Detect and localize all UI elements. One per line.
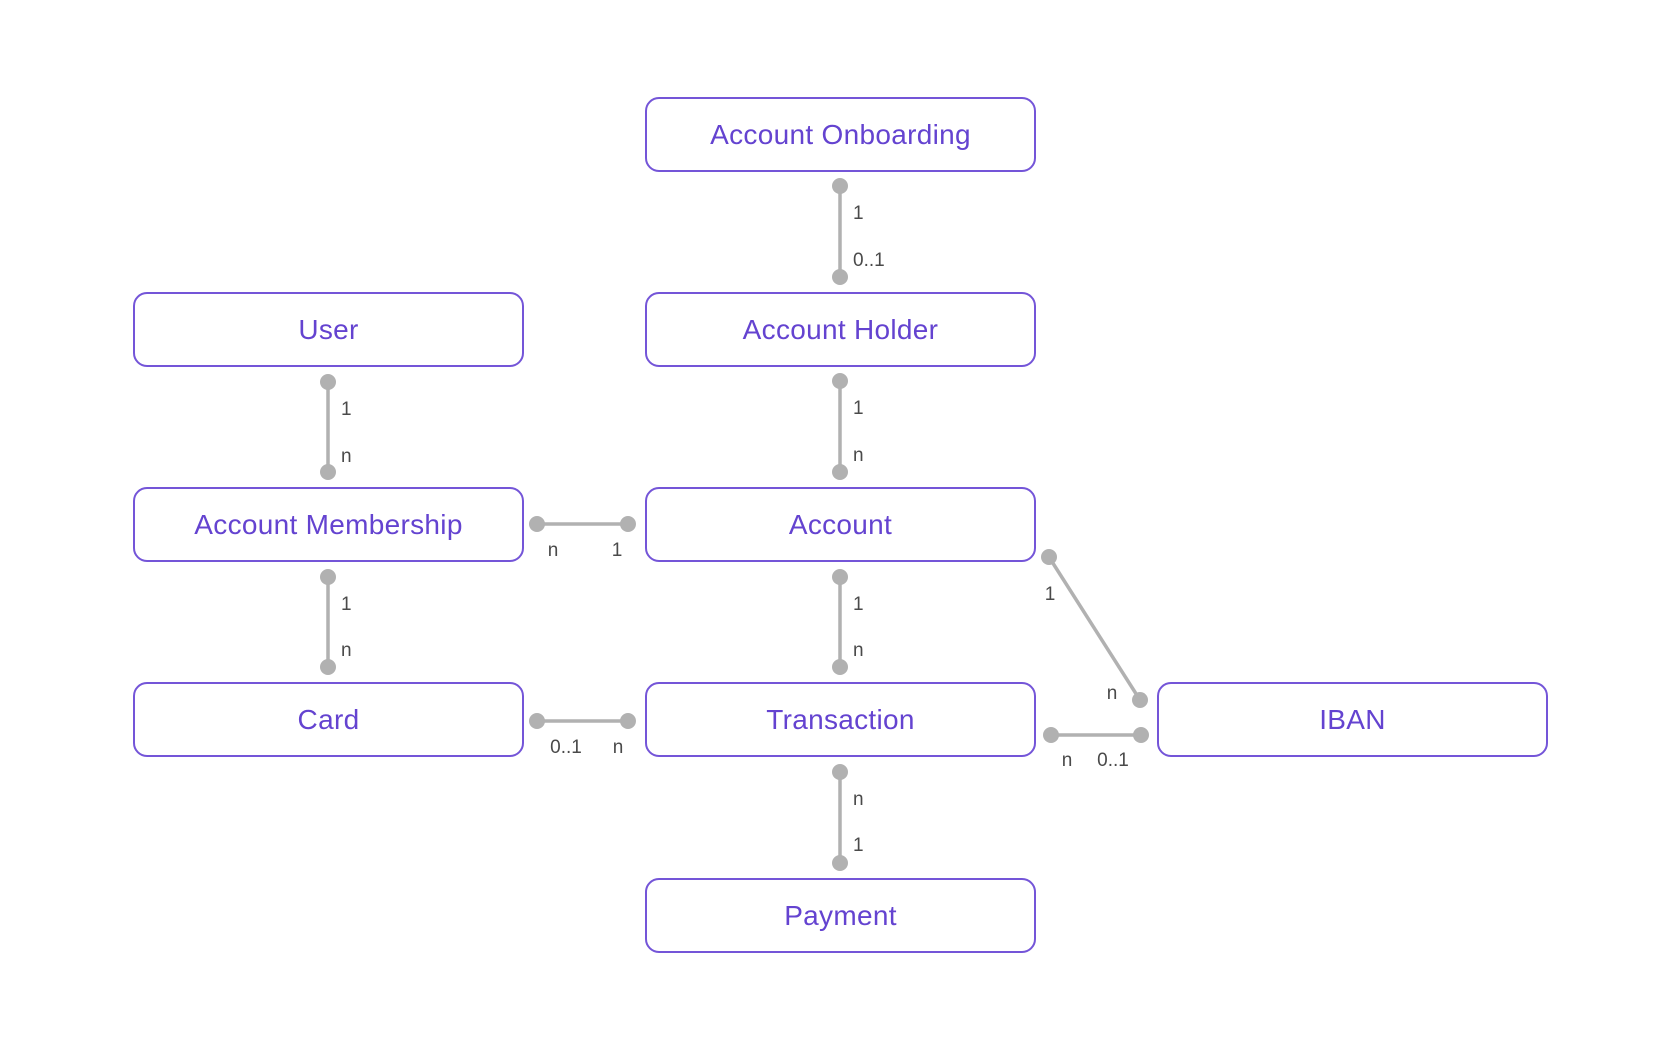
cardinality-label: n	[341, 446, 352, 467]
entity-account-membership[interactable]: Account Membership	[133, 487, 524, 562]
cardinality-label: 1	[853, 594, 864, 615]
relationship-account-transaction: 1 n	[832, 569, 864, 675]
relationship-transaction-payment: n 1	[832, 764, 864, 871]
relationship-card-transaction: 0..1 n	[529, 713, 636, 758]
cardinality-label: n	[548, 540, 559, 561]
connector-endpoint-dot	[320, 659, 336, 675]
connector-line	[1047, 556, 1142, 701]
connector-endpoint-dot	[1041, 549, 1057, 565]
cardinality-label: n	[853, 445, 864, 466]
cardinality-label: n	[1062, 750, 1073, 771]
entity-account-holder[interactable]: Account Holder	[645, 292, 1036, 367]
cardinality-label: 1	[853, 398, 864, 419]
cardinality-label: 0..1	[1097, 750, 1129, 771]
entity-label: Card	[297, 703, 360, 735]
cardinality-label: 1	[853, 835, 864, 856]
connector-endpoint-dot	[832, 464, 848, 480]
relationship-onboarding-holder: 1 0..1	[832, 178, 885, 285]
connector-endpoint-dot	[620, 516, 636, 532]
connector-endpoint-dot	[832, 659, 848, 675]
cardinality-label: n	[613, 737, 624, 758]
cardinality-label: n	[853, 640, 864, 661]
entity-user[interactable]: User	[133, 292, 524, 367]
connector-endpoint-dot	[832, 178, 848, 194]
connector-endpoint-dot	[320, 374, 336, 390]
cardinality-label: 0..1	[550, 737, 582, 758]
entity-label: Payment	[784, 899, 897, 931]
connector-endpoint-dot	[529, 516, 545, 532]
relationship-user-membership: 1 n	[320, 374, 352, 480]
relationship-membership-card: 1 n	[320, 569, 352, 675]
cardinality-label: 1	[341, 594, 352, 615]
connector-endpoint-dot	[1043, 727, 1059, 743]
entity-label: Transaction	[766, 703, 915, 735]
entity-payment[interactable]: Payment	[645, 878, 1036, 953]
cardinality-label: 0..1	[853, 250, 885, 271]
cardinality-label: 1	[341, 399, 352, 420]
cardinality-label: 1	[1045, 584, 1056, 605]
connector-endpoint-dot	[832, 855, 848, 871]
cardinality-label: n	[1107, 683, 1118, 704]
relationship-holder-account: 1 n	[832, 373, 864, 480]
connector-endpoint-dot	[620, 713, 636, 729]
connector-endpoint-dot	[1133, 727, 1149, 743]
connector-endpoint-dot	[320, 569, 336, 585]
entity-label: Account Onboarding	[710, 118, 971, 150]
relationship-account-iban: 1 n	[1041, 549, 1148, 708]
entity-label: User	[298, 313, 359, 345]
connector-endpoint-dot	[320, 464, 336, 480]
entity-label: IBAN	[1319, 703, 1386, 735]
connector-endpoint-dot	[832, 373, 848, 389]
entity-account-onboarding[interactable]: Account Onboarding	[645, 97, 1036, 172]
connector-endpoint-dot	[832, 764, 848, 780]
entity-label: Account Membership	[194, 508, 463, 540]
cardinality-label: 1	[612, 540, 623, 561]
cardinality-label: 1	[853, 203, 864, 224]
cardinality-label: n	[853, 789, 864, 810]
entity-transaction[interactable]: Transaction	[645, 682, 1036, 757]
entity-label: Account	[788, 508, 893, 540]
relationship-transaction-iban: n 0..1	[1043, 727, 1149, 771]
entity-card[interactable]: Card	[133, 682, 524, 757]
connector-endpoint-dot	[1132, 692, 1148, 708]
cardinality-label: n	[341, 640, 352, 661]
entity-label: Account Holder	[742, 313, 939, 345]
connector-endpoint-dot	[832, 269, 848, 285]
entity-account[interactable]: Account	[645, 487, 1036, 562]
relationship-membership-account: n 1	[529, 516, 636, 561]
entity-iban[interactable]: IBAN	[1157, 682, 1548, 757]
connector-endpoint-dot	[832, 569, 848, 585]
connector-endpoint-dot	[529, 713, 545, 729]
